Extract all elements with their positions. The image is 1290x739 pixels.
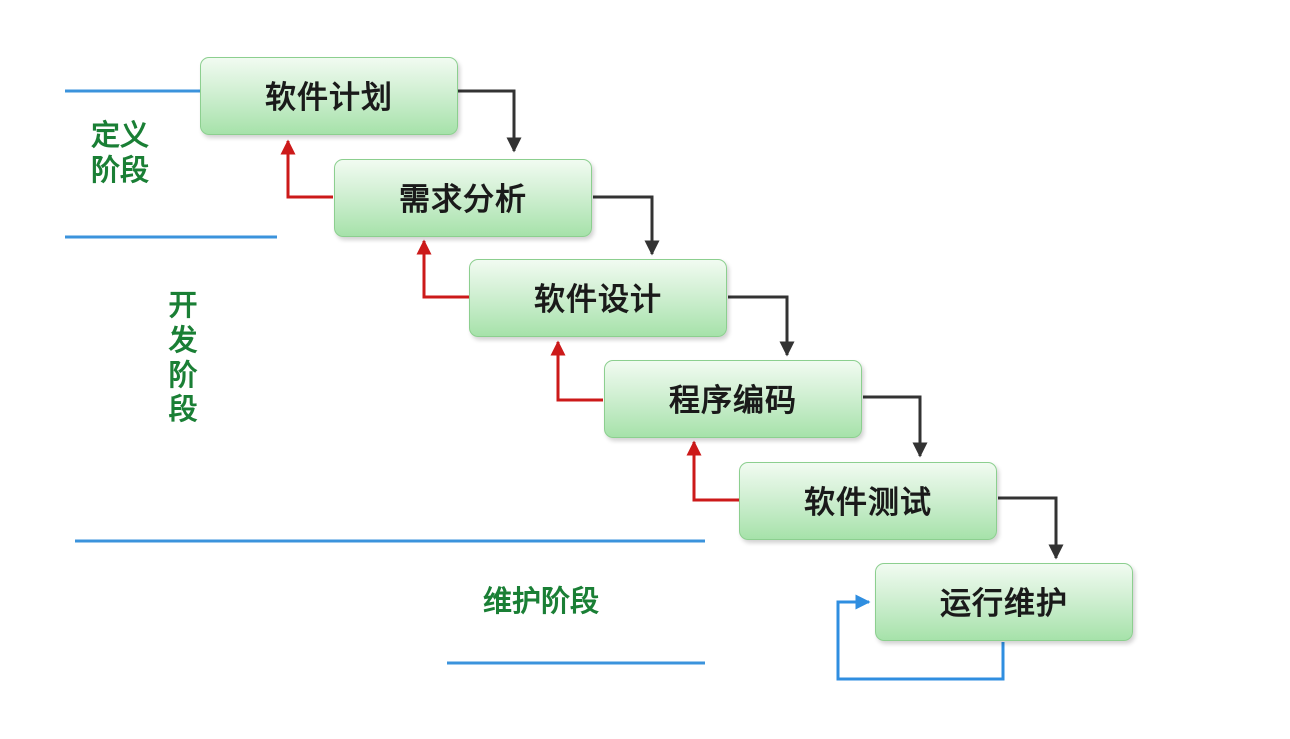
phase-label-maintenance: 维护阶段 [483,584,600,618]
stage-box-software-design: 软件设计 [469,259,727,337]
stage-label-software-testing: 软件测试 [804,484,932,521]
stage-box-operation-maintenance: 运行维护 [875,563,1133,641]
feedback-arrow-design-to-analysis [416,239,469,299]
feedback-arrow-coding-to-design [550,340,603,402]
forward-arrow-coding-to-testing [863,395,928,458]
stage-label-software-plan: 软件计划 [265,79,393,116]
stage-box-software-testing: 软件测试 [739,462,997,540]
stage-label-software-design: 软件设计 [534,281,662,318]
forward-arrow-design-to-coding [728,295,795,357]
feedback-arrow-testing-to-coding [686,440,739,502]
stage-label-requirements-analysis: 需求分析 [399,181,527,218]
stage-box-coding: 程序编码 [604,360,862,438]
forward-arrow-plan-to-analysis [458,89,522,153]
stage-label-operation-maintenance: 运行维护 [940,585,1068,622]
forward-arrow-testing-to-maintenance [998,496,1064,560]
phase-label-definition: 定义阶段 [91,118,150,187]
stage-box-software-plan: 软件计划 [200,57,458,135]
feedback-arrow-analysis-to-plan [280,139,333,199]
forward-arrow-analysis-to-design [593,195,660,256]
stage-label-coding: 程序编码 [669,382,797,419]
phase-label-development: 开发阶段 [168,288,198,427]
stage-box-requirements-analysis: 需求分析 [334,159,592,237]
maintenance-loop-arrow [836,594,1005,681]
